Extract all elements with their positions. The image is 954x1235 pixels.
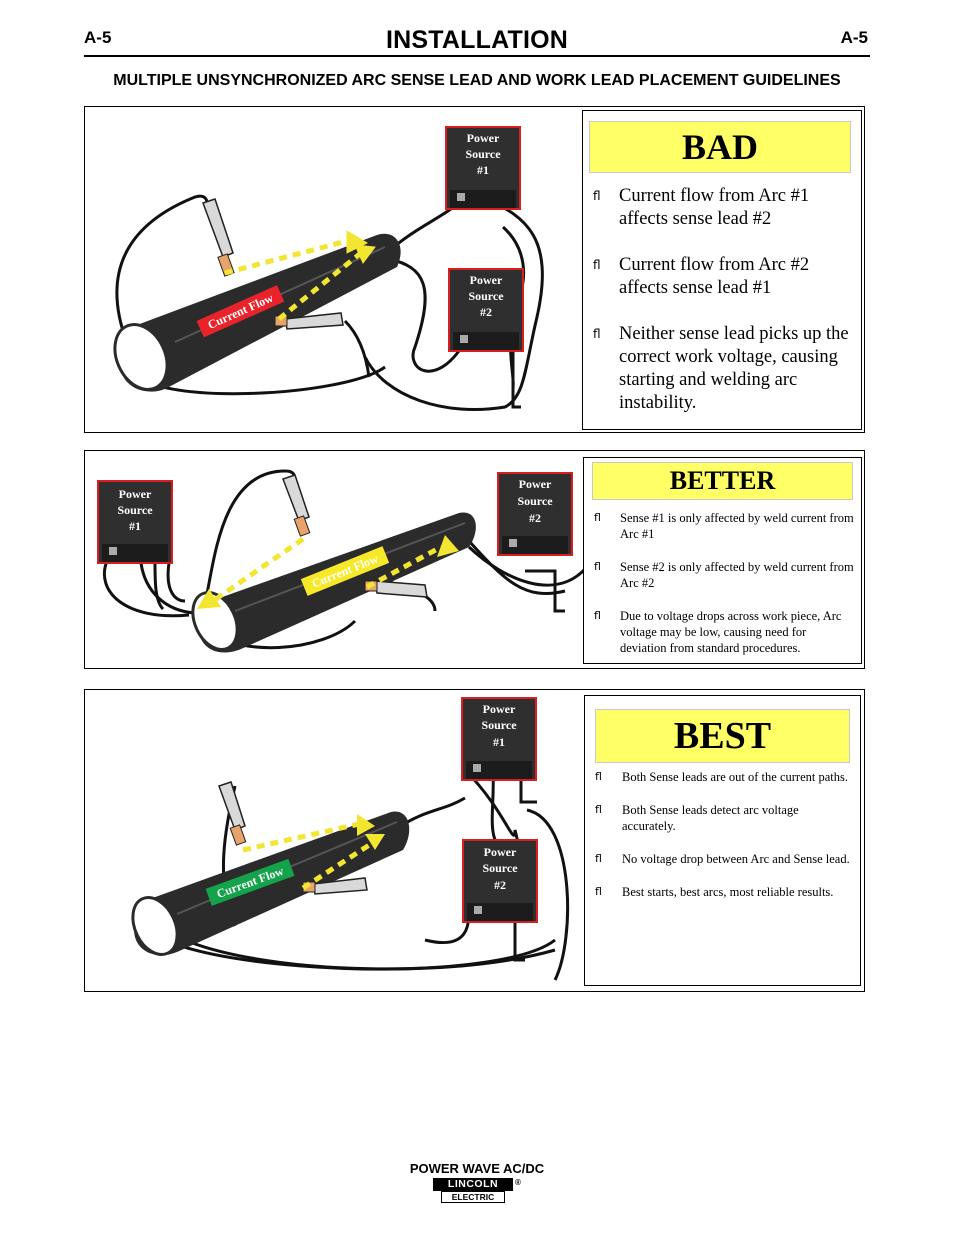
power-source-2: Power Source #2 bbox=[448, 268, 524, 352]
section-subtitle: MULTIPLE UNSYNCHRONIZED ARC SENSE LEAD A… bbox=[113, 72, 841, 89]
page-number-left: A-5 bbox=[84, 28, 112, 47]
svg-text:#1: #1 bbox=[493, 735, 505, 749]
list-item: ﬂ Neither sense lead picks up the correc… bbox=[593, 324, 849, 413]
diagram-bad: Current Flow Power Source #1 Power Sourc… bbox=[113, 126, 544, 412]
page-number-right: A-5 bbox=[840, 28, 868, 47]
logo-bottom-band: ELECTRIC bbox=[441, 1191, 505, 1203]
svg-text:#1: #1 bbox=[129, 519, 141, 533]
rating-banner-better: BETTER bbox=[592, 462, 853, 500]
power-source-2: Power Source #2 bbox=[497, 472, 573, 556]
list-item: ﬂ Sense #2 is only affected by weld curr… bbox=[594, 560, 854, 590]
footer-model-name: POWER WAVE AC/DC bbox=[409, 1161, 545, 1176]
bullet-list-best: ﬂ Both Sense leads are out of the curren… bbox=[595, 769, 853, 900]
svg-text:#2: #2 bbox=[480, 305, 492, 319]
list-item: ﬂ No voltage drop between Arc and Sense … bbox=[595, 852, 850, 866]
list-item: ﬂ Sense #1 is only affected by weld curr… bbox=[594, 511, 854, 541]
svg-text:Power: Power bbox=[470, 273, 503, 287]
bullet-list-bad: ﬂ Current flow from Arc #1 affects sense… bbox=[593, 185, 851, 415]
svg-text:Power: Power bbox=[484, 845, 517, 859]
list-item: ﬂ Both Sense leads are out of the curren… bbox=[595, 770, 848, 784]
diagram-better: Current Flow Power Source #1 Power Sourc… bbox=[97, 469, 587, 653]
text-box-bad: BAD ﬂ Current flow from Arc #1 affects s… bbox=[582, 110, 862, 430]
svg-text:Power: Power bbox=[519, 477, 552, 491]
panel-best: Current Flow Power Source #1 Power Sourc… bbox=[84, 689, 865, 992]
power-source-1: Power Source #1 bbox=[97, 480, 173, 564]
panel-better: Current Flow Power Source #1 Power Sourc… bbox=[84, 450, 865, 669]
svg-text:Source: Source bbox=[117, 503, 153, 517]
svg-text:Source: Source bbox=[482, 861, 518, 875]
text-box-better: BETTER ﬂ Sense #1 is only affected by we… bbox=[583, 457, 862, 664]
power-source-2: Power Source #2 bbox=[462, 839, 538, 923]
text-box-best: BEST ﬂ Both Sense leads are out of the c… bbox=[584, 695, 861, 986]
power-source-1: Power Source #1 bbox=[445, 126, 521, 210]
svg-text:Source: Source bbox=[468, 289, 504, 303]
list-item: ﬂ Current flow from Arc #1 affects sense… bbox=[593, 186, 810, 229]
page-title: INSTALLATION bbox=[385, 26, 568, 54]
svg-text:Source: Source bbox=[481, 718, 517, 732]
svg-text:Power: Power bbox=[119, 487, 152, 501]
registered-mark: ® bbox=[515, 1178, 521, 1187]
list-item: ﬂ Due to voltage drops across work piece… bbox=[594, 609, 842, 655]
list-item: ﬂ Best starts, best arcs, most reliable … bbox=[595, 885, 834, 899]
rating-banner-bad: BAD bbox=[589, 121, 851, 173]
panel-bad: Current Flow Power Source #1 Power Sourc… bbox=[84, 106, 865, 433]
bullet-list-better: ﬂ Sense #1 is only affected by weld curr… bbox=[594, 510, 854, 656]
list-item: ﬂ Current flow from Arc #2 affects sense… bbox=[593, 255, 810, 298]
svg-text:Source: Source bbox=[465, 147, 501, 161]
svg-text:Power: Power bbox=[467, 131, 500, 145]
diagram-best: Current Flow Power Source #1 Power Sourc… bbox=[131, 697, 570, 981]
logo-top-band: LINCOLN bbox=[433, 1178, 513, 1191]
svg-text:#1: #1 bbox=[477, 163, 489, 177]
svg-text:Source: Source bbox=[517, 494, 553, 508]
lincoln-electric-logo: LINCOLN ELECTRIC ® bbox=[433, 1178, 523, 1206]
list-item: ﬂ Both Sense leads detect arc voltage ac… bbox=[595, 803, 799, 833]
header-rule bbox=[84, 55, 870, 57]
svg-text:#2: #2 bbox=[529, 511, 541, 525]
svg-text:Power: Power bbox=[483, 702, 516, 716]
rating-banner-best: BEST bbox=[595, 709, 850, 763]
svg-text:#2: #2 bbox=[494, 878, 506, 892]
power-source-1: Power Source #1 bbox=[461, 697, 537, 781]
